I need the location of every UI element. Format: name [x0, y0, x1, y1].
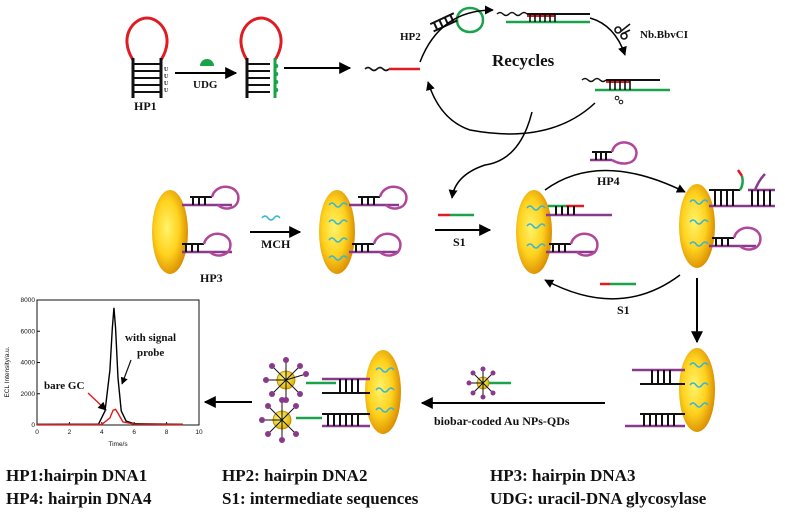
to-s1-arrow	[448, 111, 533, 199]
electrode-hp3-mch	[319, 185, 408, 274]
au-np-qd-probe-icon	[466, 366, 511, 400]
hp4-arrow	[544, 169, 686, 193]
duplex-top	[496, 11, 590, 24]
hp4-label: HP4	[597, 174, 620, 188]
y-tick-label: 0	[31, 422, 35, 429]
au-np-qd-probe	[259, 397, 299, 443]
mch-label: MCH	[261, 237, 291, 251]
series-line	[36, 408, 183, 426]
y-tick-label: 2000	[21, 391, 36, 398]
y-tick-label: 8000	[21, 297, 36, 304]
x-tick-label: 6	[132, 429, 136, 436]
x-tick-label: 8	[165, 429, 169, 436]
legend-s1: S1: intermediate sequences	[222, 489, 419, 508]
recycle-arrow-right	[589, 17, 627, 56]
au-np-qd-probe	[263, 357, 309, 403]
x-tick-label: 10	[195, 429, 203, 436]
legend-udg: UDG: uracil-DNA glycosylase	[490, 489, 707, 508]
legend-hp3: HP3: hairpin DNA3	[490, 466, 636, 485]
x-axis-label: Time/s	[108, 441, 128, 448]
y-tick-label: 6000	[21, 328, 36, 335]
hp1-label: HP1	[134, 99, 157, 113]
s1-arrow-label: S1	[453, 235, 466, 249]
mch-icon	[261, 215, 281, 221]
u-base: U	[164, 67, 169, 73]
annotation-with-signal: with signal	[125, 332, 176, 344]
electrode-bottom-right	[625, 348, 715, 432]
legend-hp4: HP4: hairpin DNA4	[6, 489, 152, 508]
electrode-hp4-open	[679, 169, 775, 268]
s1-return-label: S1	[617, 303, 630, 317]
udg-enzyme-icon	[200, 59, 214, 66]
scissors-icon	[614, 23, 631, 40]
recycle-arrow-up	[419, 5, 494, 63]
x-tick-label: 4	[100, 429, 104, 436]
series-line	[36, 307, 183, 426]
legend-hp2: HP2: hairpin DNA2	[222, 466, 368, 485]
u-base: U	[164, 81, 169, 87]
u-base: U	[164, 74, 169, 80]
electrode-s1-hybrid	[516, 190, 612, 274]
hp2-label: HP2	[400, 31, 421, 43]
hp1-cleaved-hairpin	[239, 16, 283, 98]
hp4-hairpin	[590, 141, 638, 165]
chart-frame	[36, 299, 200, 426]
udg-label: UDG	[193, 79, 218, 91]
duplex-cut	[581, 77, 670, 105]
probe-label: biobar-coded Au NPs-QDs	[434, 414, 570, 428]
annotation-bare-gc: bare GC	[44, 380, 84, 392]
hp3-label: HP3	[200, 271, 223, 285]
y-tick-label: 4000	[21, 360, 36, 367]
x-tick-label: 0	[35, 429, 39, 436]
nb-bbvci-label: Nb.BbvCI	[640, 29, 688, 41]
released-strand	[364, 66, 420, 72]
annotation-arrow-signal	[120, 359, 132, 385]
ecl-chart: 0 2 4 6 8 10 0 2000 4000 6000 8000 ECL Intensity/a…	[4, 297, 203, 448]
x-tick-label: 2	[68, 429, 72, 436]
annotation-probe: probe	[137, 347, 164, 359]
electrode-with-probes	[296, 350, 401, 434]
recycle-arrow-back	[426, 81, 596, 135]
legend-hp1: HP1:hairpin DNA1	[6, 466, 148, 485]
electrode-hp3	[152, 185, 240, 274]
annotation-arrow-bare	[87, 392, 107, 411]
recycles-label: Recycles	[492, 51, 555, 70]
hp1-hairpin: U U U U	[125, 16, 169, 98]
y-axis-label: ECL Intensity/a.u.	[4, 346, 11, 397]
s1-return-arrow	[544, 274, 681, 300]
u-base: U	[164, 88, 169, 94]
